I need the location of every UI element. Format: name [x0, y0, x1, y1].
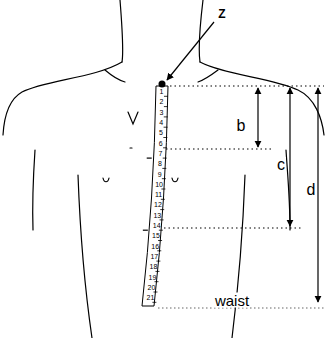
point-label: Z — [218, 8, 225, 20]
waist-label: waist — [214, 293, 250, 308]
tape-number: 21 — [147, 294, 155, 301]
tape-number: 14 — [153, 222, 161, 229]
tape-number: 8 — [158, 160, 162, 167]
tape-number: 11 — [155, 191, 162, 198]
dimension-label: c — [276, 157, 286, 173]
tape-number: 7 — [158, 149, 162, 156]
tape-number: 9 — [158, 170, 162, 177]
tape-number: 10 — [155, 180, 163, 187]
tape-number: 15 — [152, 232, 160, 239]
dimension-label: d — [306, 182, 317, 198]
tape-number: 3 — [159, 108, 163, 115]
tape-number: 13 — [153, 211, 161, 218]
tape-number: 16 — [151, 242, 159, 249]
tape-number: 6 — [159, 139, 163, 146]
tape-number: 17 — [150, 252, 158, 259]
tape-number: 12 — [154, 201, 162, 208]
tape-number: 19 — [149, 273, 157, 280]
tape-number: 1 — [160, 88, 164, 95]
tape-number: 20 — [148, 283, 156, 290]
tape-number: 18 — [150, 263, 158, 270]
dimension-label: b — [236, 118, 247, 134]
tape-number: 4 — [159, 119, 163, 126]
tape-number: 5 — [159, 129, 163, 136]
tape-number: 2 — [159, 98, 163, 105]
